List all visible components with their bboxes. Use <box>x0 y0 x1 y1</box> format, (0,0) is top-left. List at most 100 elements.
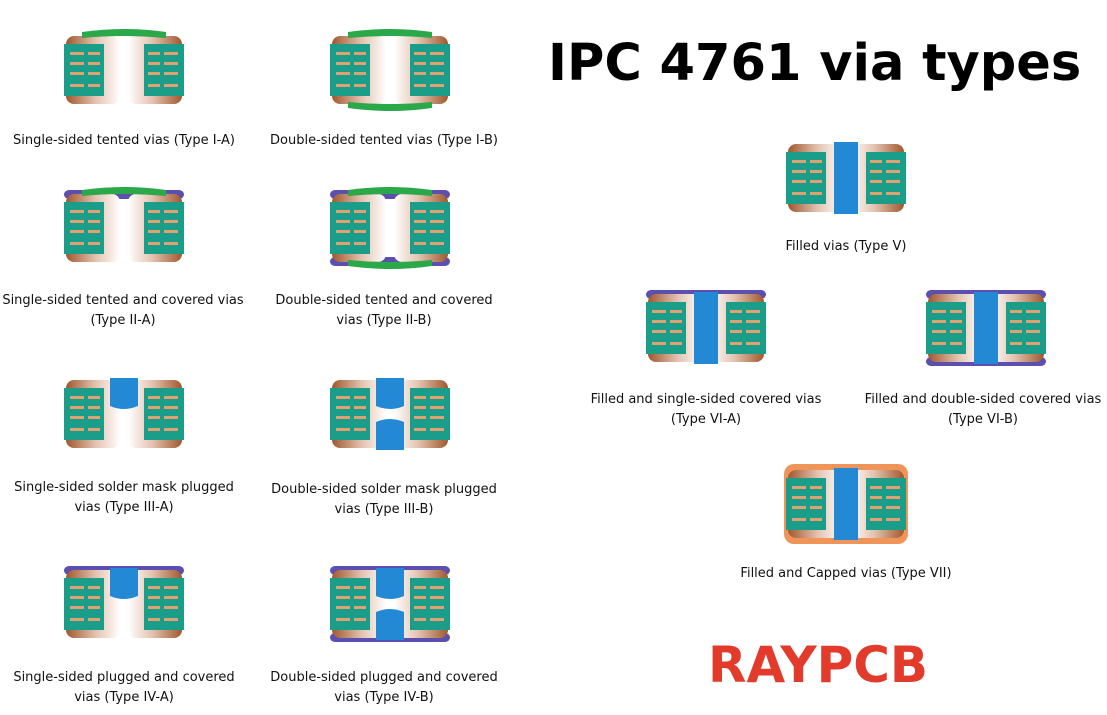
trace <box>88 416 100 419</box>
brand-logo: RAYPCB <box>707 636 929 694</box>
via-diagram-type-VI-A <box>646 290 766 364</box>
trace <box>164 242 178 245</box>
trace <box>70 396 84 399</box>
trace <box>670 310 682 313</box>
via-diagram-type-VI-B <box>926 290 1046 366</box>
caption-type-I-A: Single-sided tented vias (Type I-A) <box>4 131 244 151</box>
trace <box>336 586 350 589</box>
tent-bottom <box>348 102 432 111</box>
board-right <box>410 202 450 254</box>
trace <box>88 84 100 87</box>
trace <box>670 320 682 323</box>
trace <box>792 486 806 489</box>
board-right <box>1006 302 1046 354</box>
trace <box>354 62 366 65</box>
trace <box>950 310 962 313</box>
trace <box>88 52 100 55</box>
caption-type-I-B: Double-sided tented vias (Type I-B) <box>264 131 504 151</box>
trace <box>430 416 444 419</box>
trace <box>730 320 742 323</box>
trace <box>354 72 366 75</box>
trace <box>336 72 350 75</box>
caption-type-II-B: Double-sided tented and covered vias (Ty… <box>264 291 504 331</box>
trace <box>870 496 882 499</box>
trace <box>148 52 160 55</box>
trace <box>354 220 366 223</box>
trace <box>336 596 350 599</box>
trace <box>414 52 426 55</box>
trace <box>354 406 366 409</box>
board-left <box>646 302 686 354</box>
trace <box>70 84 84 87</box>
trace <box>88 220 100 223</box>
trace <box>932 320 946 323</box>
trace <box>354 416 366 419</box>
trace <box>148 72 160 75</box>
trace <box>336 210 350 213</box>
caption-type-IV-A: Single-sided plugged and covered vias (T… <box>4 668 244 708</box>
trace <box>336 62 350 65</box>
trace <box>336 618 350 621</box>
trace <box>70 606 84 609</box>
trace <box>88 230 100 233</box>
caption-line: vias (Type IV-B) <box>334 690 434 705</box>
trace <box>670 330 682 333</box>
plug-top <box>110 378 138 409</box>
trace <box>70 586 84 589</box>
board-left <box>786 152 826 204</box>
trace <box>1010 320 1022 323</box>
trace <box>148 416 160 419</box>
trace <box>88 428 100 431</box>
board-left <box>330 202 370 254</box>
trace <box>430 242 444 245</box>
trace <box>870 506 882 509</box>
trace <box>164 84 178 87</box>
board-right <box>410 578 450 630</box>
trace <box>870 518 882 521</box>
trace <box>414 62 426 65</box>
via-diagram-type-I-B <box>330 29 450 111</box>
board-left <box>786 478 826 530</box>
trace <box>164 72 178 75</box>
trace <box>810 506 822 509</box>
trace <box>810 192 822 195</box>
trace <box>430 596 444 599</box>
trace <box>70 72 84 75</box>
plug-top <box>376 378 404 409</box>
trace <box>414 210 426 213</box>
trace <box>164 428 178 431</box>
trace <box>148 596 160 599</box>
board-left <box>64 44 104 96</box>
trace <box>430 220 444 223</box>
via-diagram-type-III-A <box>64 378 184 448</box>
plug-bottom <box>376 609 404 640</box>
trace <box>414 428 426 431</box>
caption-line: vias (Type II-B) <box>336 313 432 328</box>
trace <box>886 496 900 499</box>
trace <box>164 406 178 409</box>
caption-line: (Type VI-B) <box>947 412 1018 427</box>
trace <box>810 486 822 489</box>
board-right <box>144 202 184 254</box>
trace <box>148 210 160 213</box>
plug-top <box>110 568 138 599</box>
caption-line: Filled and single-sided covered vias <box>590 392 822 407</box>
trace <box>414 84 426 87</box>
trace <box>164 416 178 419</box>
trace <box>336 416 350 419</box>
trace <box>148 230 160 233</box>
trace <box>430 72 444 75</box>
via-diagram-type-IV-B <box>330 566 450 642</box>
caption-line: Double-sided tented vias (Type I-B) <box>270 133 498 148</box>
trace <box>730 342 742 345</box>
trace <box>810 170 822 173</box>
board-right <box>410 388 450 440</box>
trace <box>746 330 760 333</box>
trace <box>336 428 350 431</box>
trace <box>430 586 444 589</box>
trace <box>430 52 444 55</box>
caption-type-III-A: Single-sided solder mask plugged vias (T… <box>4 478 244 518</box>
via-diagram-type-II-A <box>64 187 184 262</box>
trace <box>932 310 946 313</box>
trace <box>950 320 962 323</box>
